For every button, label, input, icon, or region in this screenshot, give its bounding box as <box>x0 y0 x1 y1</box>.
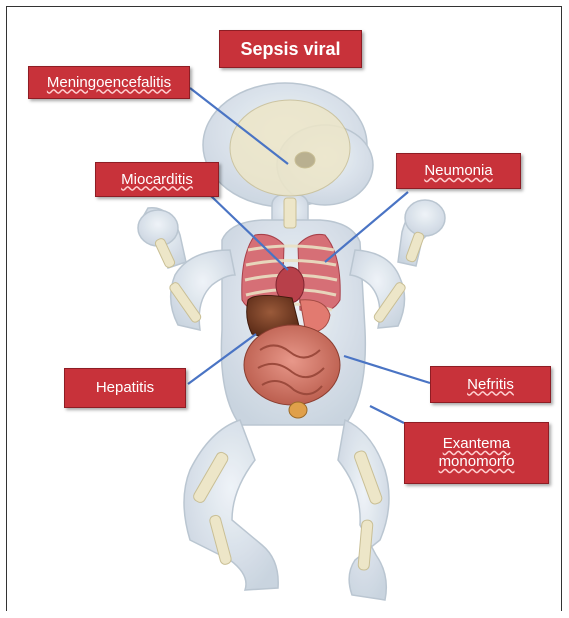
label-meningoencefalitis-text: Meningoencefalitis <box>47 74 171 92</box>
label-nefritis-text: Nefritis <box>467 376 514 394</box>
bladder <box>289 402 307 418</box>
label-exantema-line1: Exantema <box>443 435 511 453</box>
label-exantema-monomorfo: Exantema monomorfo <box>404 422 549 484</box>
label-neumonia-text: Neumonia <box>424 162 492 180</box>
label-meningoencefalitis: Meningoencefalitis <box>28 66 190 99</box>
title-label: Sepsis viral <box>219 30 362 68</box>
label-neumonia: Neumonia <box>396 153 521 189</box>
label-hepatitis: Hepatitis <box>64 368 186 408</box>
label-miocarditis: Miocarditis <box>95 162 219 197</box>
connector-exantema <box>370 406 404 423</box>
label-nefritis: Nefritis <box>430 366 551 403</box>
label-exantema-line2: monomorfo <box>439 453 515 471</box>
label-miocarditis-text: Miocarditis <box>121 171 193 189</box>
label-hepatitis-text: Hepatitis <box>96 379 154 397</box>
title-text: Sepsis viral <box>240 40 340 58</box>
